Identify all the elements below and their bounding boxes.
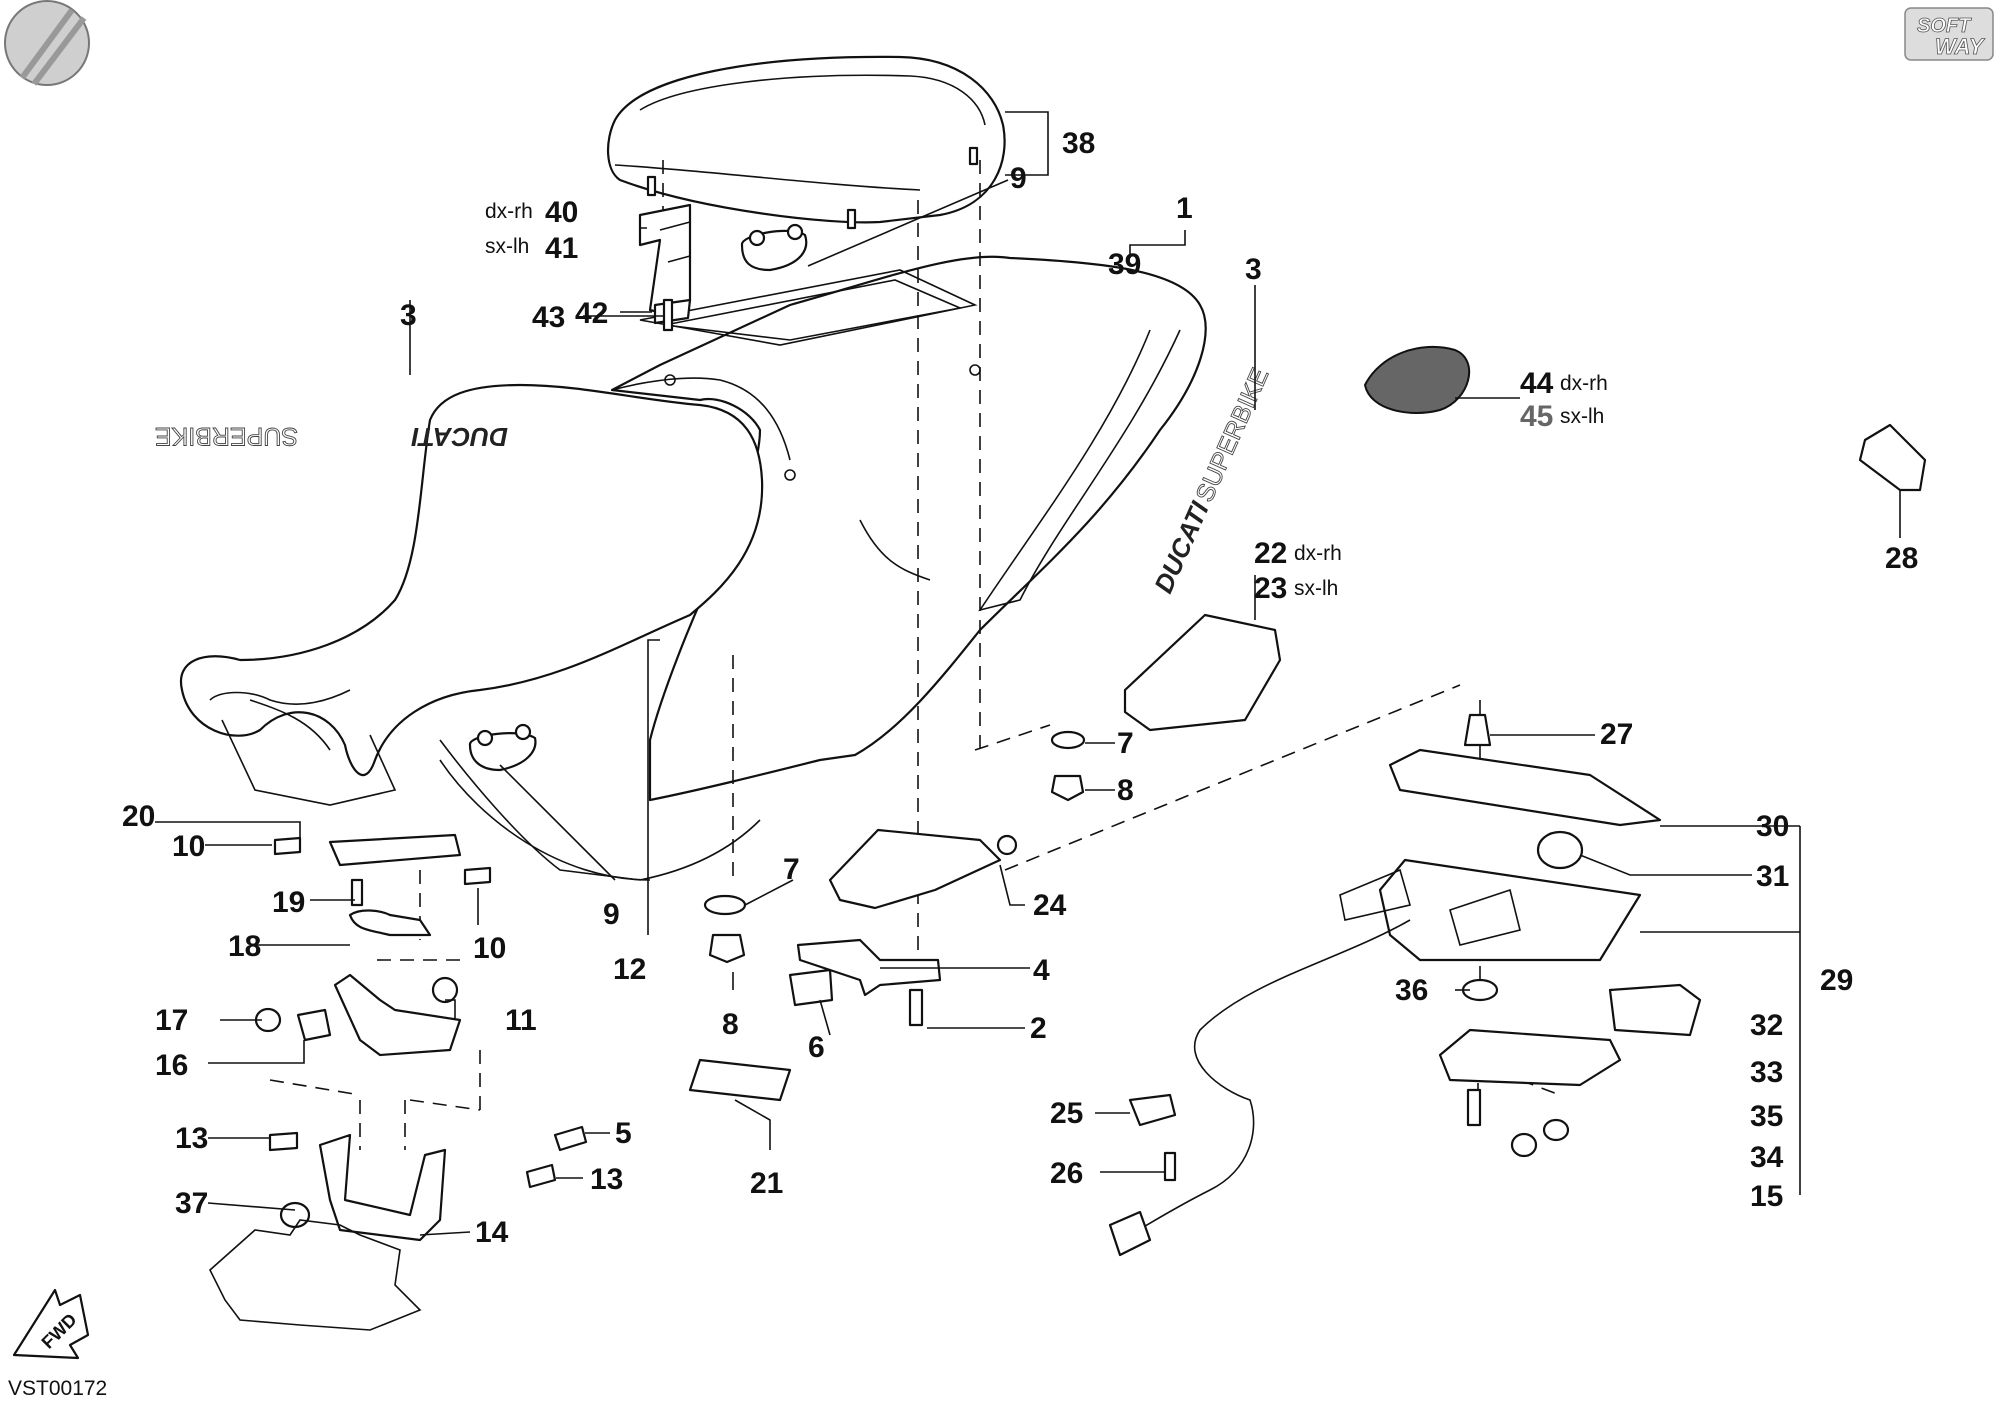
drawing-code: VST00172 <box>8 1377 107 1400</box>
callout-11: 11 <box>505 1004 537 1037</box>
callout-13: 13 <box>175 1122 208 1155</box>
callout-23-suffix: sx-lh <box>1294 577 1338 600</box>
callout-43: 43 <box>532 301 565 334</box>
callout-25: 25 <box>1050 1097 1083 1130</box>
hardware-parts <box>12 203 1927 1360</box>
callout-37: 37 <box>175 1187 208 1220</box>
assembly-centerlines <box>269 160 1561 1150</box>
callout-38: 38 <box>1062 127 1095 160</box>
decal-superbike-text: SUPERBIKE <box>155 422 298 450</box>
callout-35: 35 <box>1750 1100 1783 1133</box>
callout-45: 45 <box>1520 400 1553 433</box>
callout-41-prefix: sx-lh <box>485 235 529 258</box>
callout-22: 22 <box>1254 537 1287 570</box>
callout-labels: 38 9 dx-rh 40 sx-lh 41 42 43 3 1 39 3 44… <box>122 127 1918 1249</box>
pillion-seat-cushion <box>606 55 1006 230</box>
callout-15: 15 <box>1750 1180 1783 1213</box>
callout-3: 3 <box>1245 253 1262 286</box>
callout-31: 31 <box>1756 860 1789 893</box>
callout-39: 39 <box>1108 248 1141 281</box>
callout-18: 18 <box>228 930 261 963</box>
section-badge-icon <box>4 0 90 86</box>
callout-7: 7 <box>1117 727 1134 760</box>
callout-34: 34 <box>1750 1141 1784 1174</box>
ducati-decal-left: SUPERBIKE DUCATI <box>154 422 508 452</box>
logo-line2: WAY <box>1935 34 1986 59</box>
callout-5: 5 <box>615 1117 632 1150</box>
callout-23: 23 <box>1254 572 1287 605</box>
callout-7: 7 <box>783 853 800 886</box>
tail-cowl <box>610 255 1207 802</box>
decal-ducati-text: DUCATI <box>411 422 508 452</box>
callout-33: 33 <box>1750 1056 1783 1089</box>
callout-8: 8 <box>722 1008 739 1041</box>
callout-29: 29 <box>1820 964 1853 997</box>
callout-27: 27 <box>1600 718 1633 751</box>
callout-1: 1 <box>1176 192 1193 225</box>
callout-44-suffix: dx-rh <box>1560 372 1608 395</box>
callout-9: 9 <box>603 898 620 931</box>
callout-36: 36 <box>1395 974 1428 1007</box>
decal-ducati-text: DUCATI <box>1148 497 1215 598</box>
callout-2: 2 <box>1030 1012 1047 1045</box>
callout-26: 26 <box>1050 1157 1083 1190</box>
callout-6: 6 <box>808 1031 825 1064</box>
callout-17: 17 <box>155 1004 188 1037</box>
callout-10: 10 <box>473 932 506 965</box>
callout-12: 12 <box>613 953 646 986</box>
softway-logo: SOFT WAY <box>1904 7 1994 61</box>
callout-3: 3 <box>400 299 417 332</box>
logo-line1: SOFT <box>1917 15 1972 37</box>
callout-16: 16 <box>155 1049 188 1082</box>
leader-lines <box>155 111 1901 1236</box>
rider-seat <box>179 383 764 881</box>
callout-21: 21 <box>750 1167 783 1200</box>
callout-32: 32 <box>1750 1009 1783 1042</box>
callout-14: 14 <box>475 1216 509 1249</box>
callout-41: 41 <box>545 232 578 265</box>
callout-40: 40 <box>545 196 578 229</box>
callout-8: 8 <box>1117 774 1134 807</box>
callout-10: 10 <box>172 830 205 863</box>
callout-30: 30 <box>1756 810 1789 843</box>
callout-22-suffix: dx-rh <box>1294 542 1342 565</box>
decal-superbike-text: SUPERBIKE <box>1191 364 1275 506</box>
callout-45-suffix: sx-lh <box>1560 405 1604 428</box>
callout-9: 9 <box>1010 162 1027 195</box>
callout-13: 13 <box>590 1163 623 1196</box>
callout-28: 28 <box>1885 542 1918 575</box>
callout-4: 4 <box>1033 954 1050 987</box>
callout-44: 44 <box>1520 367 1554 400</box>
callout-24: 24 <box>1033 889 1067 922</box>
callout-42: 42 <box>575 297 608 330</box>
callout-20: 20 <box>122 800 155 833</box>
callout-40-prefix: dx-rh <box>485 200 533 223</box>
callout-19: 19 <box>272 886 305 919</box>
